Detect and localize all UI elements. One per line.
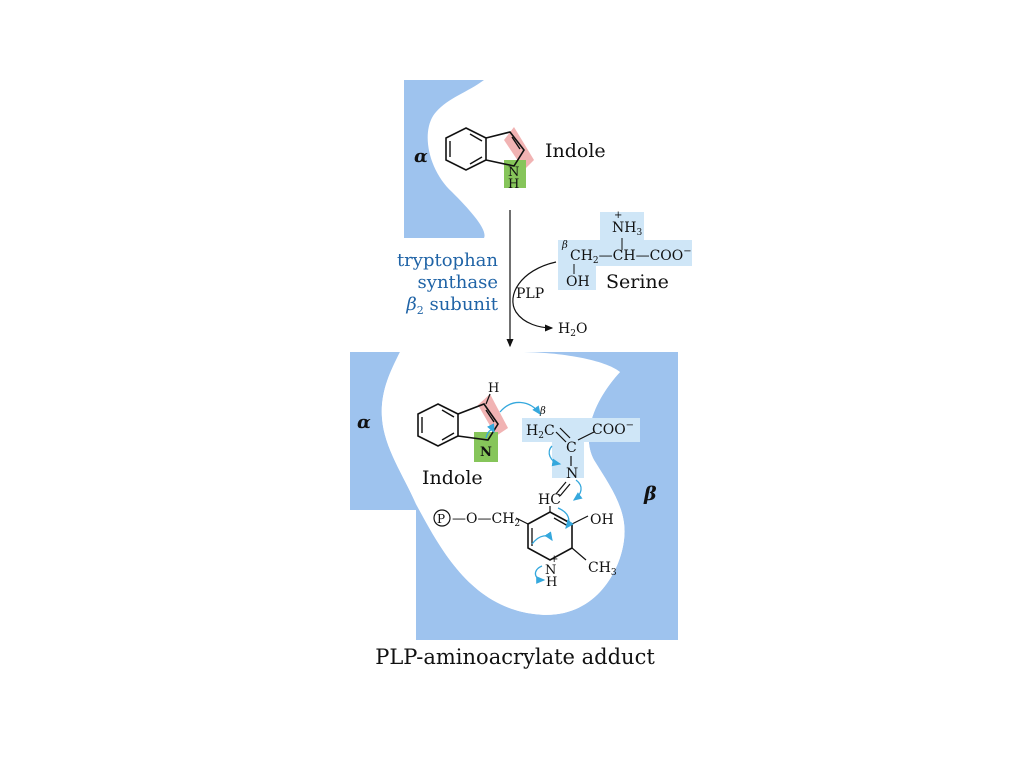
indole-top-h: H xyxy=(508,177,519,192)
n-imine: N xyxy=(566,466,578,482)
serine-label: Serine xyxy=(606,271,669,293)
beta-label-bottom: β xyxy=(643,483,657,505)
pyr-n: N xyxy=(545,563,556,578)
serine-oh: OH xyxy=(566,274,590,290)
hc-group: HC xyxy=(538,492,561,508)
serine-beta: β xyxy=(561,240,568,251)
serine-highlight xyxy=(558,212,692,290)
green-highlight-top xyxy=(504,160,526,188)
pyr-ch3: CH3 xyxy=(588,560,617,578)
indole-bottom-h: H xyxy=(488,381,499,396)
indole-bottom-n: N xyxy=(480,445,492,460)
h2c-group: H2C xyxy=(526,423,555,441)
electron-arrows xyxy=(485,401,583,584)
alpha-subunit-bottom xyxy=(350,352,416,510)
aminoacrylate-highlight xyxy=(522,418,640,478)
side-arrow-curve xyxy=(512,261,557,332)
alpha-label-top: α xyxy=(414,146,428,167)
alpha-subunit-top xyxy=(404,80,485,238)
water-label: H2O xyxy=(558,321,587,339)
pink-highlight-bottom xyxy=(478,394,508,436)
adduct-caption: PLP-aminoacrylate adduct xyxy=(375,645,655,669)
o-ch2-chain: —O—CH2 xyxy=(452,511,520,529)
c-center: C xyxy=(566,440,577,456)
alpha-label-bottom: α xyxy=(357,412,371,433)
enzyme-label-line1: tryptophan xyxy=(397,250,498,271)
pyr-h: H xyxy=(546,575,557,590)
plp-label: PLP xyxy=(516,286,544,302)
indole-label-bottom: Indole xyxy=(422,467,483,489)
enzyme-label-line2: synthase xyxy=(418,272,498,293)
serine-ch2: CH2—CH—COO− xyxy=(570,246,692,266)
enzyme-label-line3: β2 subunit xyxy=(405,294,498,317)
serine-nh3: NH3 xyxy=(612,220,642,238)
serine-plus: + xyxy=(614,210,622,221)
serine-molecule: + NH3 β CH2—CH—COO− OH xyxy=(558,210,692,290)
pyr-plus: + xyxy=(550,554,558,565)
indole-label-top: Indole xyxy=(545,140,606,162)
phosphate-p: P xyxy=(437,512,445,526)
coo-group: COO− xyxy=(592,420,634,438)
indole-top-n: N xyxy=(508,165,519,180)
h2c-beta: β xyxy=(539,406,546,417)
phosphate-circle xyxy=(433,509,451,527)
indole-top: N H xyxy=(445,127,534,192)
pyr-oh: OH xyxy=(590,512,614,528)
